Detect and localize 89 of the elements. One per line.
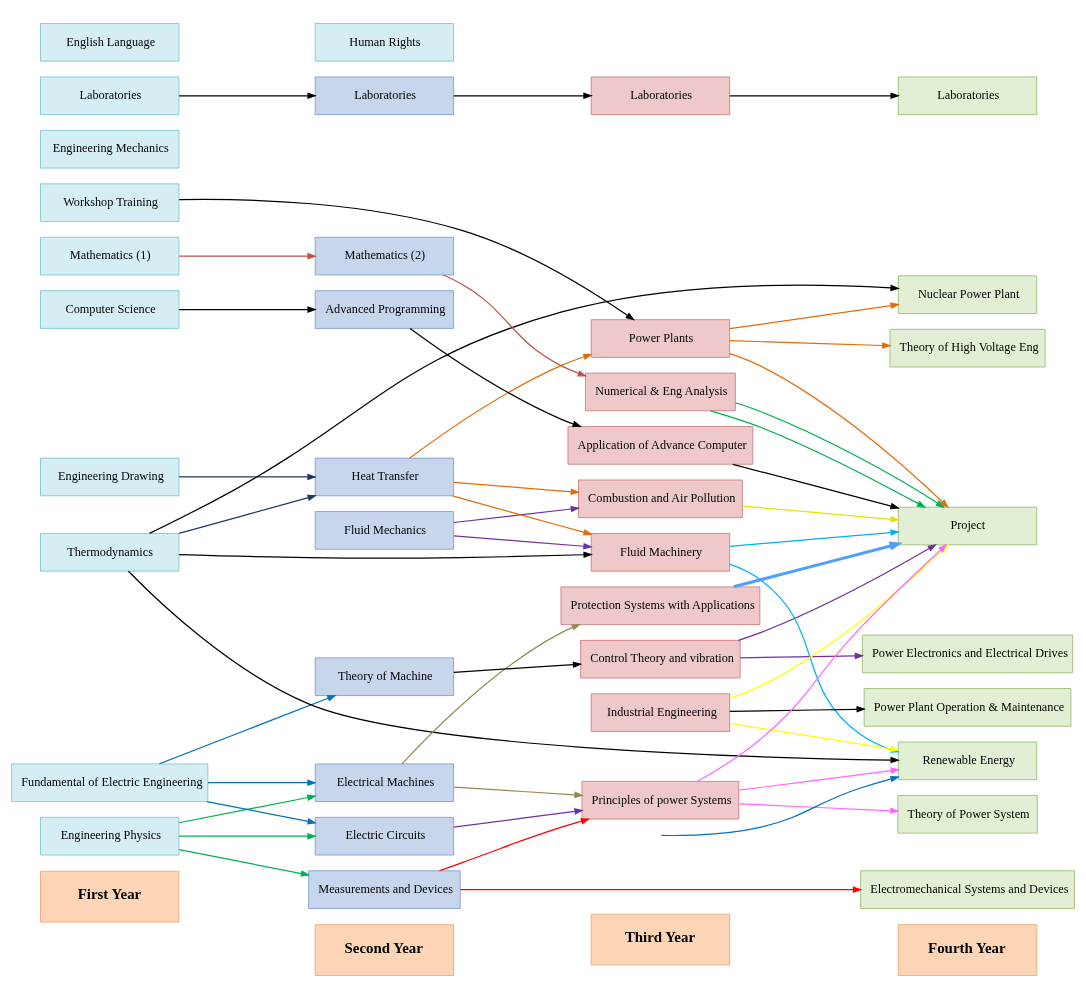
arrow bbox=[737, 543, 937, 641]
node-box: Thermodynamics bbox=[40, 532, 180, 572]
arrow bbox=[739, 652, 865, 659]
node-box: Third Year bbox=[590, 913, 731, 965]
node-box: Project bbox=[897, 506, 1038, 545]
node-box: Power Plants bbox=[590, 318, 731, 358]
arrow bbox=[453, 481, 581, 495]
node-box: Workshop Training bbox=[40, 182, 180, 222]
arrow bbox=[442, 273, 588, 376]
node-box: Laboratories bbox=[40, 76, 180, 115]
node-box: Second Year bbox=[314, 923, 455, 976]
arrow bbox=[660, 775, 900, 836]
arrow bbox=[127, 570, 900, 763]
arrow bbox=[178, 494, 317, 534]
arrow bbox=[178, 198, 635, 321]
node-box: Principles of power Systems bbox=[581, 780, 740, 820]
arrow bbox=[206, 800, 317, 825]
node-box: Mathematics (2) bbox=[314, 236, 455, 275]
arrow bbox=[178, 848, 311, 877]
node-box: First Year bbox=[40, 870, 180, 922]
arrow bbox=[453, 786, 584, 798]
arrow bbox=[729, 563, 900, 753]
node-box: Engineering Mechanics bbox=[40, 129, 180, 168]
arrow bbox=[453, 534, 593, 549]
arrow bbox=[738, 766, 901, 791]
node-box: Advanced Programming bbox=[314, 289, 455, 329]
node-box: Computer Science bbox=[40, 289, 180, 329]
arrow bbox=[742, 504, 900, 523]
node-box: Control Theory and vibration bbox=[580, 639, 741, 678]
arrow bbox=[734, 401, 946, 508]
node-box: Combustion and Air Pollution bbox=[578, 479, 743, 518]
arrow bbox=[729, 722, 900, 752]
node-box: Theory of High Voltage Eng bbox=[889, 328, 1046, 367]
arrow bbox=[459, 885, 863, 893]
arrow bbox=[178, 832, 317, 839]
arrow bbox=[729, 339, 892, 349]
node-box: Fundamental of Electric Engineering bbox=[11, 762, 209, 802]
node-box: Measurements and Devices bbox=[308, 869, 461, 909]
node-box: Protection Systems with Applications bbox=[560, 585, 761, 625]
node-box: Fourth Year bbox=[897, 923, 1038, 976]
node-box: Renewable Energy bbox=[897, 741, 1038, 780]
arrow bbox=[401, 623, 581, 764]
arrow bbox=[729, 528, 900, 547]
node-box: Numerical & Eng Analysis bbox=[585, 372, 736, 411]
arrow bbox=[178, 473, 317, 480]
node-box: Power Plant Operation & Maintenance bbox=[863, 687, 1072, 727]
arrow bbox=[158, 694, 337, 764]
arrow bbox=[178, 252, 317, 259]
arrow bbox=[729, 301, 900, 329]
arrow bbox=[451, 494, 593, 535]
node-box: Electromechanical Systems and Devices bbox=[860, 869, 1075, 909]
arrow bbox=[438, 817, 591, 871]
arrow bbox=[733, 541, 903, 588]
node-box: Fluid Machinery bbox=[590, 532, 731, 572]
node-box: Engineering Drawing bbox=[40, 457, 180, 496]
arrow bbox=[738, 802, 900, 814]
node-box: Laboratories bbox=[314, 76, 455, 115]
node-box: Power Electronics and Electrical Drives bbox=[861, 634, 1074, 673]
arrow bbox=[178, 550, 593, 559]
node-box: Industrial Engineering bbox=[590, 692, 731, 732]
node-box: Mathematics (1) bbox=[40, 236, 180, 275]
node-box: Theory of Machine bbox=[314, 656, 455, 696]
arrow bbox=[732, 463, 900, 509]
arrow bbox=[148, 283, 900, 534]
arrow bbox=[453, 505, 581, 523]
node-box: Human Rights bbox=[314, 22, 455, 62]
node-box: Engineering Physics bbox=[40, 816, 180, 855]
arrow bbox=[178, 305, 317, 313]
arrow bbox=[453, 91, 593, 99]
arrow bbox=[409, 327, 582, 427]
node-box: Laboratories bbox=[590, 76, 731, 115]
node-box: Theory of Power System bbox=[897, 794, 1038, 834]
node-box: Laboratories bbox=[897, 76, 1038, 115]
arrow bbox=[178, 793, 317, 823]
arrow bbox=[729, 352, 949, 508]
node-box: Application of Advance Computer bbox=[567, 425, 754, 465]
node-box: Heat Transfer bbox=[314, 457, 455, 496]
arrow bbox=[453, 807, 584, 828]
arrow bbox=[729, 91, 900, 99]
node-box: Nuclear Power Plant bbox=[897, 274, 1038, 314]
node-box: Fluid Mechanics bbox=[314, 510, 455, 550]
arrow bbox=[729, 705, 866, 713]
arrow bbox=[453, 660, 583, 673]
node-box: Electrical Machines bbox=[314, 762, 455, 802]
arrow bbox=[178, 91, 317, 99]
arrow bbox=[409, 353, 593, 459]
node-box: Electric Circuits bbox=[314, 816, 455, 855]
node-box: English Language bbox=[40, 22, 180, 62]
arrow bbox=[207, 778, 317, 786]
